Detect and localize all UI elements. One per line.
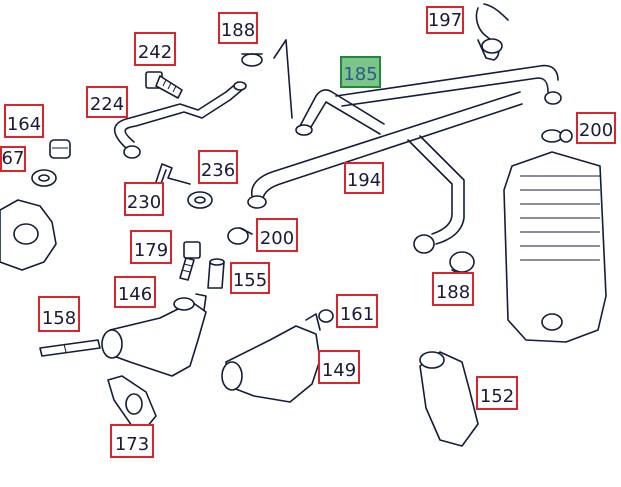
part-173-gasket bbox=[107, 375, 157, 429]
part-242-bolt bbox=[145, 71, 183, 99]
callout-185[interactable]: 185 bbox=[340, 56, 381, 88]
callout-149[interactable]: 149 bbox=[318, 350, 360, 384]
part-194-pipe bbox=[247, 91, 523, 254]
callout-152[interactable]: 152 bbox=[476, 376, 518, 410]
part-197-clip bbox=[475, 3, 509, 61]
part-161-oring bbox=[318, 309, 334, 323]
callout-197[interactable]: 197 bbox=[426, 6, 464, 34]
part-left-housing bbox=[0, 199, 57, 271]
part-188-clamp-top bbox=[241, 53, 263, 67]
callout-173[interactable]: 173 bbox=[110, 424, 154, 458]
part-200-clamp-right bbox=[541, 129, 573, 143]
callout-179[interactable]: 179 bbox=[130, 230, 172, 264]
callout-161[interactable]: 161 bbox=[336, 294, 378, 328]
callout-146[interactable]: 146 bbox=[114, 276, 156, 308]
callout-155[interactable]: 155 bbox=[230, 262, 270, 294]
callout-200-mid[interactable]: 200 bbox=[256, 218, 298, 252]
part-155-sleeve bbox=[207, 258, 225, 289]
part-236-washer bbox=[187, 191, 213, 209]
part-67-washer bbox=[31, 169, 57, 187]
callout-242[interactable]: 242 bbox=[134, 32, 176, 66]
part-146-housing bbox=[101, 293, 207, 377]
part-right-coolant-unit bbox=[503, 151, 607, 343]
callout-194[interactable]: 194 bbox=[344, 162, 384, 194]
part-200-clamp-mid bbox=[227, 227, 253, 245]
callout-164[interactable]: 164 bbox=[4, 104, 44, 138]
callout-224[interactable]: 224 bbox=[86, 86, 128, 118]
part-149-housing bbox=[221, 313, 321, 403]
callout-158[interactable]: 158 bbox=[38, 296, 80, 332]
part-164-plug bbox=[49, 139, 71, 159]
part-179-bolt bbox=[179, 241, 201, 281]
callout-188-mid[interactable]: 188 bbox=[432, 272, 474, 306]
part-185-pipe bbox=[273, 39, 562, 136]
part-224-hose bbox=[113, 81, 247, 159]
callout-236[interactable]: 236 bbox=[198, 150, 238, 184]
callout-67[interactable]: 67 bbox=[0, 146, 26, 172]
part-158-pin bbox=[39, 339, 101, 357]
callout-188-top[interactable]: 188 bbox=[218, 12, 258, 44]
part-152-elbow bbox=[419, 351, 479, 447]
callout-230[interactable]: 230 bbox=[124, 182, 164, 216]
callout-200-right[interactable]: 200 bbox=[576, 112, 616, 144]
